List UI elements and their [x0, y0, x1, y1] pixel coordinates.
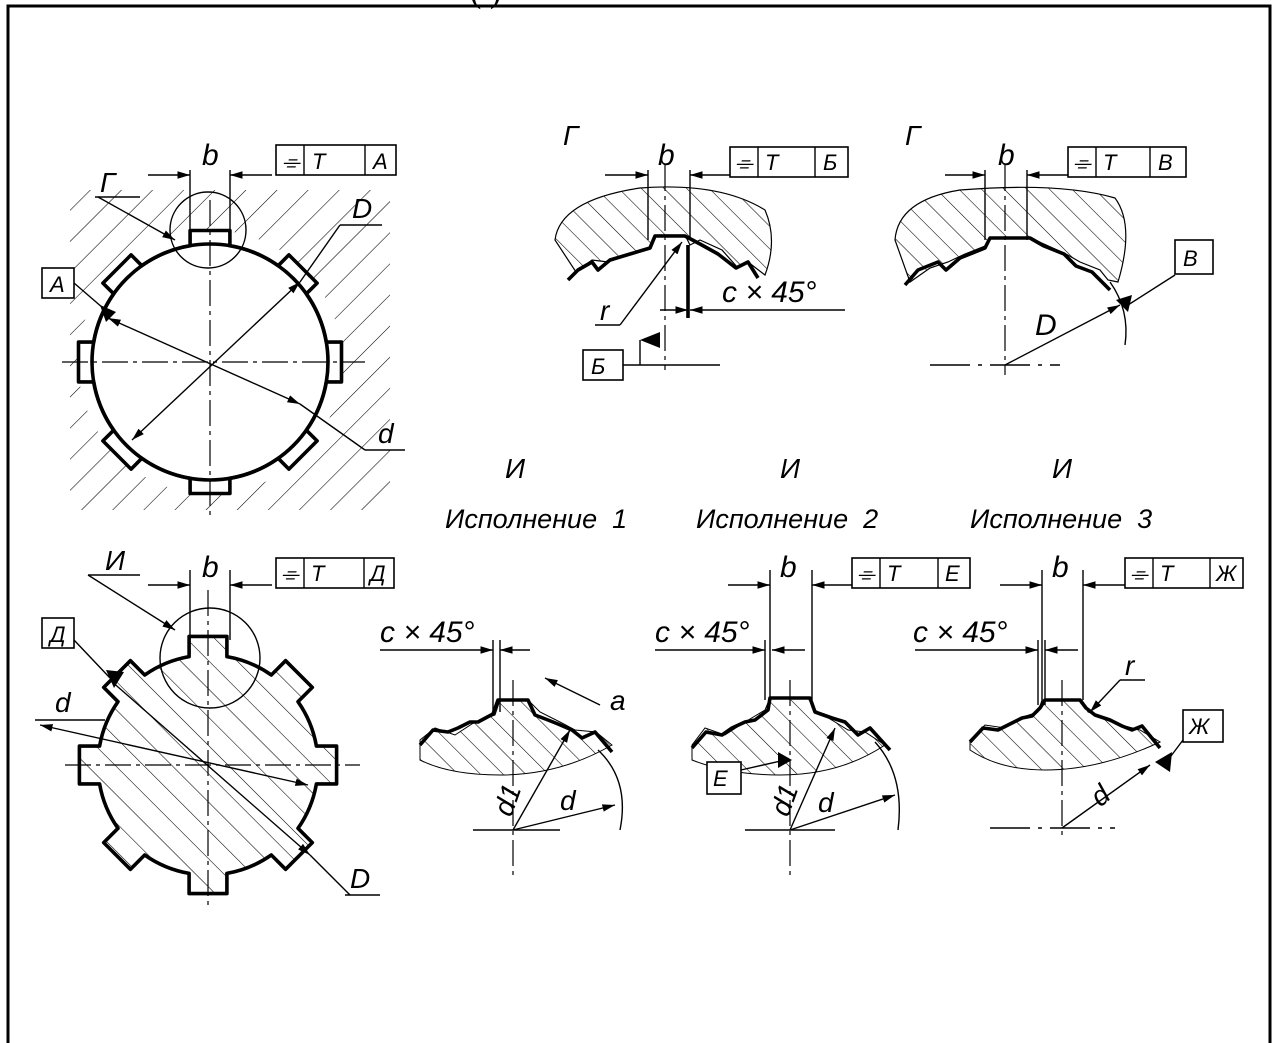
exec-2-caption: Исполнение 2	[696, 504, 878, 534]
exec-1-a: a	[610, 685, 626, 716]
detail-2-frame	[1067, 146, 1187, 178]
exec-1-view: c × 45° a d1 d	[380, 616, 626, 880]
detail-2-D: D	[1035, 309, 1057, 342]
exec-3-frame	[1124, 557, 1244, 589]
hub-frame-tol: T	[312, 149, 327, 174]
detail-2-title: Г	[905, 120, 922, 151]
detail-2-b: b	[998, 139, 1015, 172]
exec-2-d: d	[818, 787, 835, 818]
detail-1-chamfer: c × 45°	[722, 276, 817, 309]
hub-D-label: D	[352, 193, 372, 224]
detail-circle-g	[169, 191, 247, 269]
shaft-D-label: D	[350, 863, 370, 894]
exec-2-view: b ⌯ T Е c × 45° d1 d Е	[655, 551, 971, 880]
exec-1-d1: d1	[487, 780, 527, 820]
shaft-leader-i: И	[105, 545, 126, 576]
exec-3-view: b ⌯ T Ж c × 45° r d Ж	[913, 551, 1244, 840]
exec-1-title: И	[505, 453, 526, 484]
exec-2-b: b	[780, 551, 797, 584]
shaft-frame-datum: Д	[367, 561, 386, 586]
shaft-tolerance-frame	[275, 557, 395, 589]
detail-2-frame-symbol: ⌯	[1073, 150, 1092, 175]
datum-box-zh	[1182, 709, 1224, 743]
exec-3-caption: Исполнение 3	[970, 504, 1152, 534]
datum-box-b	[582, 349, 624, 381]
shaft-section-view: b ⌯ T Д И Д d D	[35, 545, 395, 910]
detail-1-datum: Б	[591, 354, 605, 379]
shaft-d-label: d	[55, 687, 72, 718]
exec-2-frame	[851, 557, 971, 589]
exec-2-datum: Е	[713, 766, 728, 791]
hub-leader-g: Г	[100, 167, 117, 198]
hub-tolerance-frame	[275, 144, 397, 176]
hub-b-label: b	[202, 139, 219, 172]
hub-frame-datum: А	[371, 149, 388, 174]
hub-section-view: b ⌯ T А Г D d А	[41, 139, 405, 520]
datum-box-v	[1174, 239, 1214, 275]
detail-1-frame-symbol: ⌯	[735, 150, 754, 175]
shaft-frame-symbol: ⌯	[281, 561, 300, 586]
exec-2-frame-datum: Е	[945, 561, 960, 586]
exec-3-frame-symbol: ⌯	[1130, 561, 1149, 586]
datum-box-a	[41, 267, 75, 299]
exec-1-chamfer: c × 45°	[380, 616, 475, 649]
captions: И И И Исполнение 1 Исполнение 2 Исполнен…	[445, 453, 1152, 534]
detail-1-r: r	[600, 295, 611, 326]
exec-3-r: r	[1125, 650, 1136, 681]
detail-2-datum: В	[1183, 246, 1198, 271]
detail-2-frame-tol: T	[1103, 150, 1118, 175]
detail-1-b: b	[658, 139, 675, 172]
shaft-b-label: b	[202, 551, 219, 584]
hub-d-label: d	[378, 418, 395, 449]
exec-2-frame-tol: T	[887, 561, 902, 586]
hub-frame-symbol: ⌯	[282, 149, 301, 174]
exec-3-frame-tol: T	[1160, 561, 1175, 586]
datum-box-d	[41, 617, 75, 649]
hub-datum-a: А	[48, 272, 65, 297]
detail-1-profile	[566, 234, 760, 282]
detail-1-view: Г b ⌯ T Б c × 45° r Б	[554, 120, 849, 381]
exec-1-caption: Исполнение 1	[445, 504, 627, 534]
detail-1-title: Г	[563, 120, 580, 151]
exec-3-title: И	[1052, 453, 1073, 484]
detail-1-frame-datum: Б	[823, 150, 837, 175]
exec-3-section	[969, 699, 1162, 771]
detail-2-frame-datum: В	[1158, 150, 1173, 175]
shaft-frame-tol: T	[311, 561, 326, 586]
detail-1-section	[554, 186, 773, 276]
detail-1-frame	[729, 146, 849, 178]
exec-3-chamfer: c × 45°	[913, 616, 1008, 649]
exec-2-title: И	[780, 453, 801, 484]
detail-2-profile	[903, 236, 1112, 292]
exec-3-datum: Ж	[1188, 714, 1211, 739]
header-title-fragment: ( )	[470, 0, 501, 10]
datum-box-e	[706, 761, 742, 795]
exec-3-b: b	[1052, 551, 1069, 584]
exec-2-chamfer: c × 45°	[655, 616, 750, 649]
exec-2-frame-symbol: ⌯	[857, 561, 876, 586]
detail-2-view: Г b ⌯ T В D В	[894, 120, 1214, 375]
detail-circle-i	[159, 607, 261, 709]
page-border	[6, 4, 1272, 1043]
exec-3-d: d	[1084, 778, 1117, 813]
exec-3-frame-datum: Ж	[1215, 561, 1238, 586]
detail-2-section	[894, 186, 1127, 283]
detail-1-frame-tol: T	[765, 150, 780, 175]
exec-2-d1: d1	[764, 780, 804, 820]
shaft-datum-d: Д	[47, 622, 66, 647]
exec-1-d: d	[560, 785, 577, 816]
